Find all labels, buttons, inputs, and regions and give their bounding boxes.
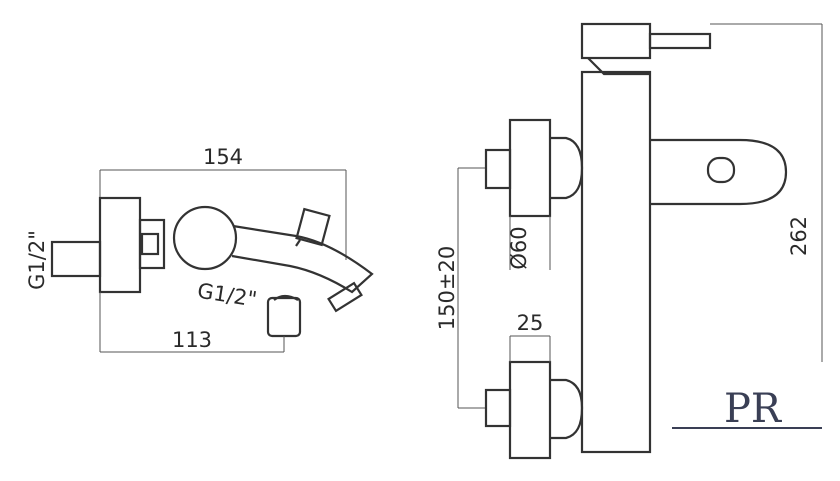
label-diameter-60: Ø60 <box>507 226 531 269</box>
valve-body <box>172 205 238 271</box>
lower-eccentric <box>484 388 512 428</box>
dimension-113 <box>99 292 285 353</box>
label-depth-113: 113 <box>172 328 212 352</box>
shower-outlet <box>266 296 302 338</box>
mixer-body <box>580 70 652 454</box>
upper-flange <box>508 118 552 218</box>
shower-outlet-cap <box>273 294 299 301</box>
upper-connector <box>550 136 584 200</box>
diverter-knob <box>295 207 331 247</box>
label-height-262: 262 <box>787 216 811 256</box>
spout-aerator <box>327 281 363 313</box>
dimension-154 <box>99 169 347 260</box>
top-cap <box>580 22 652 60</box>
dimension-150 <box>457 167 486 409</box>
label-outlet-thread: G1/2" <box>196 279 259 312</box>
inlet-connector <box>50 240 102 278</box>
label-inlet-thread: G1/2" <box>25 230 49 290</box>
cap-chamfer <box>587 57 650 76</box>
side-view: 154 G1/2" G1/2" 113 <box>25 145 374 353</box>
diverter-stem <box>295 239 301 247</box>
spout-body <box>231 224 374 294</box>
label-spacing-150: 150±20 <box>435 246 459 330</box>
mixer-lever <box>648 32 712 50</box>
eccentric-nut <box>140 232 160 256</box>
dimension-262 <box>710 23 823 362</box>
lower-flange <box>508 360 552 460</box>
brand-logo-icon: PR <box>672 386 822 432</box>
spout-front <box>650 138 788 206</box>
eccentric-fitting <box>138 218 166 270</box>
upper-eccentric <box>484 148 512 190</box>
label-width-154: 154 <box>203 145 243 169</box>
brand-logo-text: PR <box>724 386 783 432</box>
label-width-25: 25 <box>517 311 544 335</box>
diverter-button <box>706 156 736 184</box>
front-view: 150±20 Ø60 25 262 <box>435 22 823 460</box>
lower-connector <box>550 378 584 440</box>
wall-plate <box>98 196 142 294</box>
